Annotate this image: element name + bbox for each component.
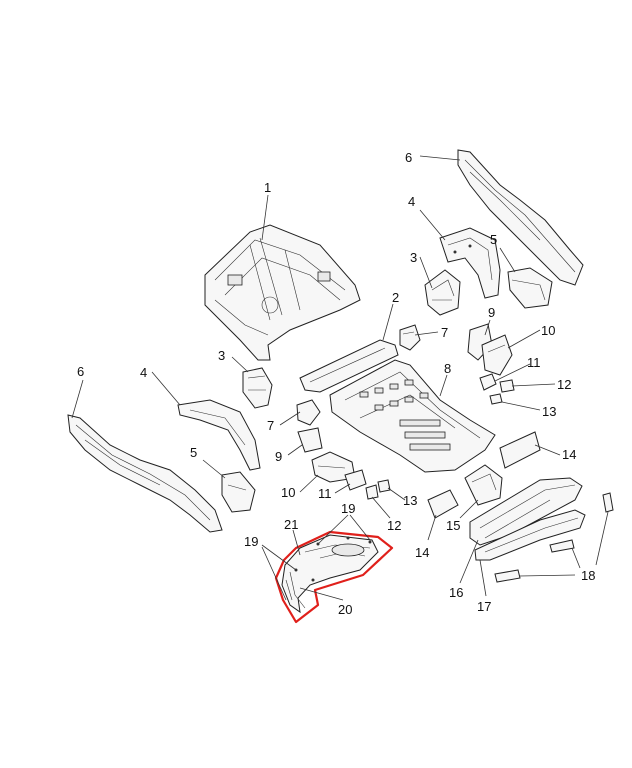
- callout-1: 1: [264, 180, 271, 195]
- callout-10-lower: 10: [281, 485, 295, 500]
- callout-6-right: 6: [405, 150, 412, 165]
- part-3-panel-right: [424, 269, 461, 316]
- callout-3-right: 3: [410, 250, 417, 265]
- callout-14-lower: 14: [415, 545, 429, 560]
- leader-lines: [71, 155, 609, 601]
- part-9-plate-lower: [297, 427, 323, 453]
- callout-4-right: 4: [408, 194, 415, 209]
- part-16-rear-beam: [469, 477, 583, 546]
- part-5-bracket-left: [221, 471, 256, 513]
- part-10-bracket-upper: [481, 334, 513, 376]
- callout-20: 20: [338, 602, 352, 617]
- part-6-rail-right: [457, 149, 584, 286]
- callout-9-lower: 9: [275, 449, 282, 464]
- callout-19-left: 19: [244, 534, 258, 549]
- part-14-plate-right: [499, 431, 541, 469]
- part-7-bracket-upper: [399, 324, 421, 351]
- callout-11-lower: 11: [318, 486, 332, 501]
- callout-21: 21: [284, 517, 298, 532]
- part-14-plate-lower: [427, 489, 459, 519]
- part-20-wheelhouse-assembly: [281, 534, 379, 614]
- part-11-upper: [479, 373, 497, 391]
- part-5-bracket-right: [507, 267, 553, 309]
- callout-13-upper: 13: [542, 404, 556, 419]
- highlight-outline: [274, 530, 394, 624]
- part-4-wheelhouse-left: [177, 399, 261, 471]
- part-6-rail-left: [67, 414, 223, 533]
- callout-4-left: 4: [140, 365, 147, 380]
- part-12-lower: [365, 484, 379, 500]
- callout-14-right: 14: [562, 447, 576, 462]
- callout-17: 17: [477, 599, 491, 614]
- callout-13-lower: 13: [403, 493, 417, 508]
- callout-10-upper: 10: [541, 323, 555, 338]
- part-13-upper: [489, 393, 503, 405]
- callout-8: 8: [444, 361, 451, 376]
- part-7-bracket-lower: [296, 399, 321, 426]
- callout-18: 18: [581, 568, 595, 583]
- callout-2: 2: [392, 290, 399, 305]
- part-2-crossmember: [299, 339, 399, 393]
- part-4-wheelhouse-right: [439, 227, 501, 299]
- part-3-panel-left: [242, 367, 273, 409]
- callout-7-lower: 7: [267, 418, 274, 433]
- part-1-front-floor: [204, 224, 361, 361]
- callout-labels: 1 2 3 3 4 4 5 5 6 6 7 7 8 9 9 10 10 11 1…: [77, 150, 595, 617]
- part-13-lower: [377, 479, 391, 493]
- callout-12-upper: 12: [557, 377, 571, 392]
- callout-12-lower: 12: [387, 518, 401, 533]
- callout-16: 16: [449, 585, 463, 600]
- callout-5-left: 5: [190, 445, 197, 460]
- callout-11-upper: 11: [527, 355, 541, 370]
- callout-15: 15: [446, 518, 460, 533]
- part-18-brackets: [494, 492, 614, 583]
- part-12-upper: [499, 379, 515, 393]
- part-8-rear-floor: [329, 359, 496, 473]
- callout-19-top: 19: [341, 501, 355, 516]
- callout-5-right: 5: [490, 232, 497, 247]
- callout-3-left: 3: [218, 348, 225, 363]
- part-17-lower-beam: [474, 509, 586, 561]
- callout-6-left: 6: [77, 364, 84, 379]
- floor-ribs: [359, 379, 451, 451]
- callout-9-upper: 9: [488, 305, 495, 320]
- callout-7-upper: 7: [441, 325, 448, 340]
- part-15-bracket: [464, 464, 503, 506]
